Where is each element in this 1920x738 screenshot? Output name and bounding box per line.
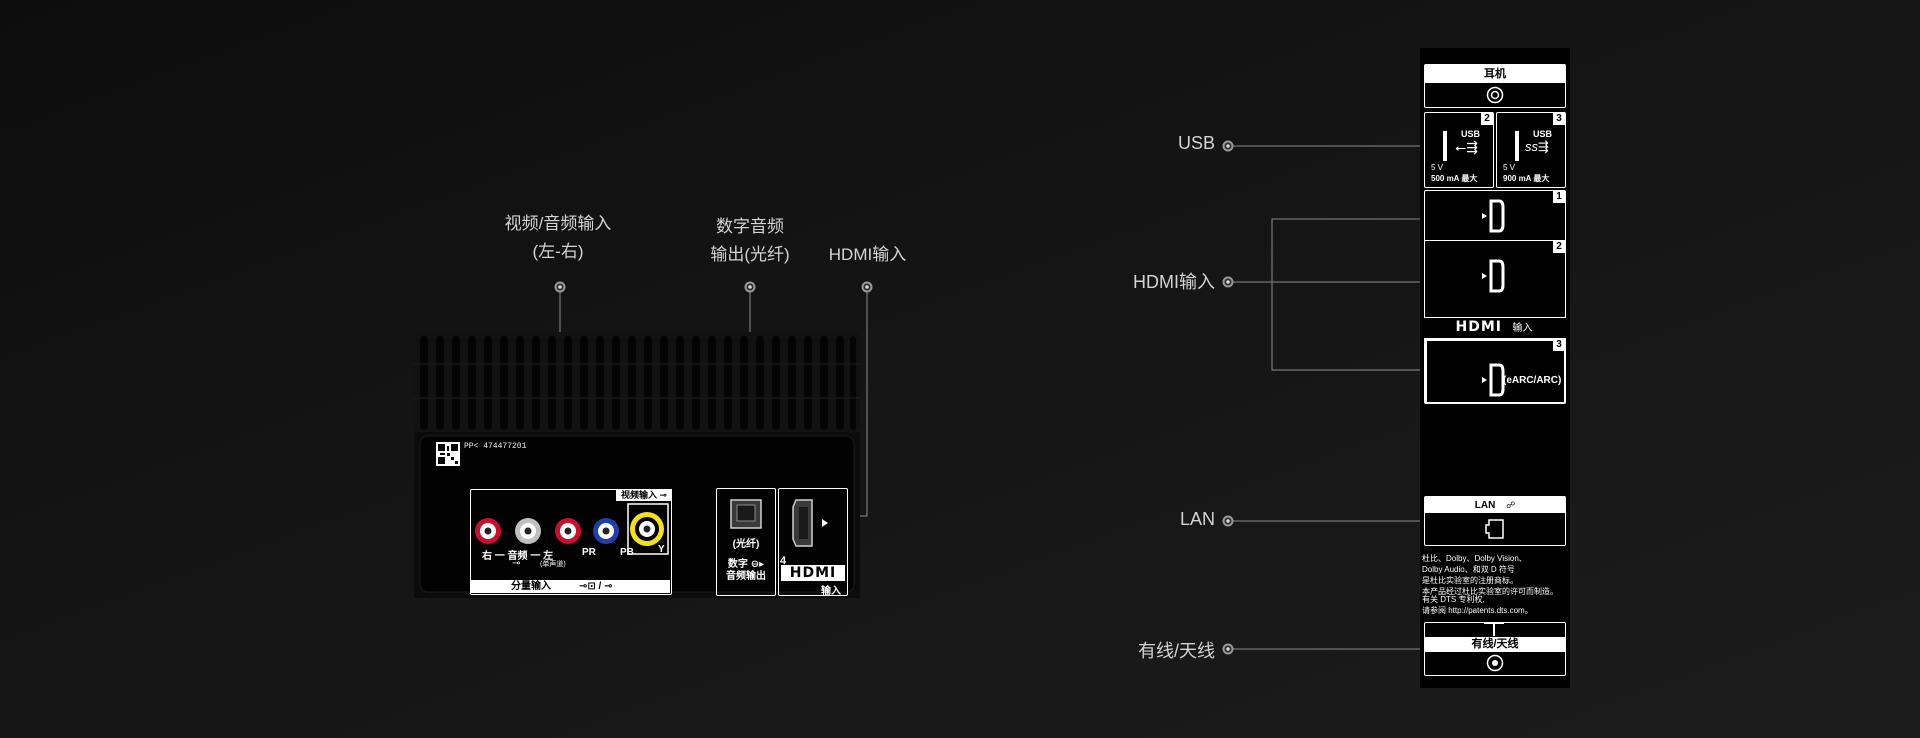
mono-label: (单声道) (540, 561, 566, 568)
hdmi-port-icon (792, 499, 828, 547)
audio-input-arrow-icon: ⊸ (512, 558, 521, 569)
callout-lan: LAN (1179, 509, 1215, 529)
callout-av-input-line1: 视频/音频输入 (504, 214, 612, 233)
hdmi-logo-row: HDMI 输入 (1424, 318, 1564, 335)
usb-port-3-rating-line2: 900 mA 最大 (1503, 174, 1550, 183)
hdmi-port-3-icon (1482, 363, 1505, 397)
hdmi-input-short-label: 输入 (1512, 323, 1533, 334)
dts-line-2: 请参阅 http://patents.dts.com。 (1422, 606, 1533, 615)
serial-number: PP< 474477201 (464, 442, 527, 451)
hdmi-port-1-number: 1 (1553, 191, 1565, 203)
usb-port-2-label: USB (1461, 129, 1481, 139)
callout-optical: 数字音频 输出(光纤) (690, 213, 810, 269)
antenna-icon (1484, 622, 1504, 636)
hdmi4-logo: HDMI (781, 565, 845, 581)
callout-usb: USB (1177, 133, 1215, 153)
rca-video-y-jack (630, 512, 664, 546)
component-input-strip: 分量输入 ⊸⊡ / ⊸ (471, 580, 671, 593)
usb-port-2-icon: ⭠⇶ (1455, 139, 1478, 155)
y-label: Y (658, 544, 665, 555)
hdmi4-input-label: 输入 (821, 586, 841, 597)
callout-av-input-line2: (左-右) (532, 242, 584, 261)
tv-back-panel: PP< 474477201 视频输入 ⊸ (414, 332, 860, 598)
audio-label: 右 一 音频 一 左 (482, 551, 554, 562)
antenna-label: 有线/天线 (1425, 637, 1565, 652)
callout-right-hdmi-input: HDMI输入 (1133, 272, 1215, 292)
usb-port-3-label: USB (1533, 129, 1553, 139)
rca-pb-jack (593, 518, 619, 544)
hdmi-port-2: 2 (1424, 240, 1566, 318)
hdmi-port-1-icon (1482, 199, 1505, 233)
lan-label: LAN (1474, 500, 1496, 511)
hdmi-port-1: 1 (1424, 190, 1566, 241)
usb-port-2: 2 USB ⭠⇶ 5 V 500 mA 最大 (1424, 112, 1494, 188)
usb-port-3: 3 USB ss⇶ 5 V 900 mA 最大 (1496, 112, 1566, 188)
usb-port-3-icon: ss⇶ (1525, 139, 1549, 154)
hdmi4-number: 4 (780, 555, 787, 567)
optical-output-box: (光纤) 数字 ⊖▸ 音频输出 (716, 488, 776, 596)
lan-port-icon (1485, 519, 1504, 539)
headphone-jack-icon (1486, 86, 1504, 104)
network-icon: ☍ (1506, 500, 1516, 510)
headphone-box: 耳机 (1424, 64, 1566, 108)
optical-inner-label: (光纤) (732, 539, 760, 550)
pb-label: PB (620, 547, 634, 558)
video-input-label: 视频输入 (620, 490, 657, 500)
dolby-line-1: 杜比、Dolby、Dolby Vision、 (1422, 554, 1527, 563)
av-input-box (470, 489, 672, 595)
antenna-box: 有线/天线 (1424, 622, 1566, 676)
dolby-line-2: Dolby Audio、和双 D 符号 (1422, 565, 1515, 574)
dolby-notice: 杜比、Dolby、Dolby Vision、 Dolby Audio、和双 D … (1422, 553, 1568, 597)
rca-audio-left-jack (515, 518, 541, 544)
rca-audio-right-jack (475, 518, 501, 544)
rca-jacks (470, 503, 670, 593)
component-input-icon: ⊸⊡ / ⊸ (579, 581, 613, 592)
headphone-label: 耳机 (1425, 65, 1565, 83)
hdmi-port-2-icon (1482, 259, 1505, 293)
hdmi-port-2-number: 2 (1553, 241, 1565, 253)
pr-label: PR (582, 547, 596, 558)
lan-box: LAN ☍ (1424, 496, 1566, 546)
usb-port-2-number: 2 (1481, 113, 1493, 125)
usb-port-2-rating-line2: 500 mA 最大 (1431, 174, 1478, 183)
video-input-badge: 视频输入 ⊸ (616, 489, 672, 501)
digital-audio-out-line2: 音频输出 (726, 571, 766, 582)
hdmi4-box: 4 HDMI 输入 (778, 488, 848, 597)
dolby-line-3: 是杜比实验室的注册商标。 (1422, 576, 1518, 585)
optical-out-arrow-icon: ⊖▸ (750, 559, 765, 570)
hdmi-port-3-earc-label: (eARC/ARC) (1503, 375, 1562, 386)
usb-port-3-rating-line1: 5 V (1503, 163, 1516, 172)
callout-optical-line1: 数字音频 (716, 217, 784, 236)
hdmi-logo: HDMI (1455, 319, 1503, 335)
hdmi-port-3: 3 (eARC/ARC) (1424, 338, 1566, 404)
usb-port-3-slot (1515, 131, 1519, 161)
callout-hdmi-input: HDMI输入 (828, 245, 907, 264)
usb-port-2-slot (1443, 131, 1447, 161)
callout-av-input: 视频/音频输入 (左-右) (478, 210, 638, 266)
optical-port-icon (730, 499, 762, 529)
dolby-line-4: 本产品经过杜比实验室的许可而制造。 (1422, 587, 1558, 596)
usb-port-2-rating-line1: 5 V (1431, 163, 1444, 172)
component-input-label: 分量输入 (511, 581, 551, 592)
dts-notice: 有关 DTS 专利权, 请参阅 http://patents.dts.com。 (1422, 594, 1568, 616)
video-input-icon: ⊸ (659, 490, 668, 500)
digital-audio-out-label: 数字 ⊖▸ 音频输出 (717, 559, 775, 583)
usb-port-3-number: 3 (1553, 113, 1565, 125)
callout-optical-line2: 输出(光纤) (710, 245, 790, 264)
dts-line-1: 有关 DTS 专利权, (1422, 595, 1485, 604)
lan-header: LAN ☍ (1425, 497, 1565, 513)
rca-pr-jack (555, 518, 581, 544)
tv-back-panel-body (414, 332, 860, 598)
antenna-jack-icon (1486, 654, 1504, 672)
digital-audio-out-line1: 数字 (727, 559, 748, 570)
hdmi-port-3-number: 3 (1553, 339, 1565, 351)
callout-antenna: 有线/天线 (1137, 641, 1215, 661)
side-connector-panel: 耳机 2 USB ⭠⇶ 5 V 500 mA 最大 3 USB ss⇶ 5 V … (1420, 48, 1570, 688)
qr-code (436, 442, 460, 466)
